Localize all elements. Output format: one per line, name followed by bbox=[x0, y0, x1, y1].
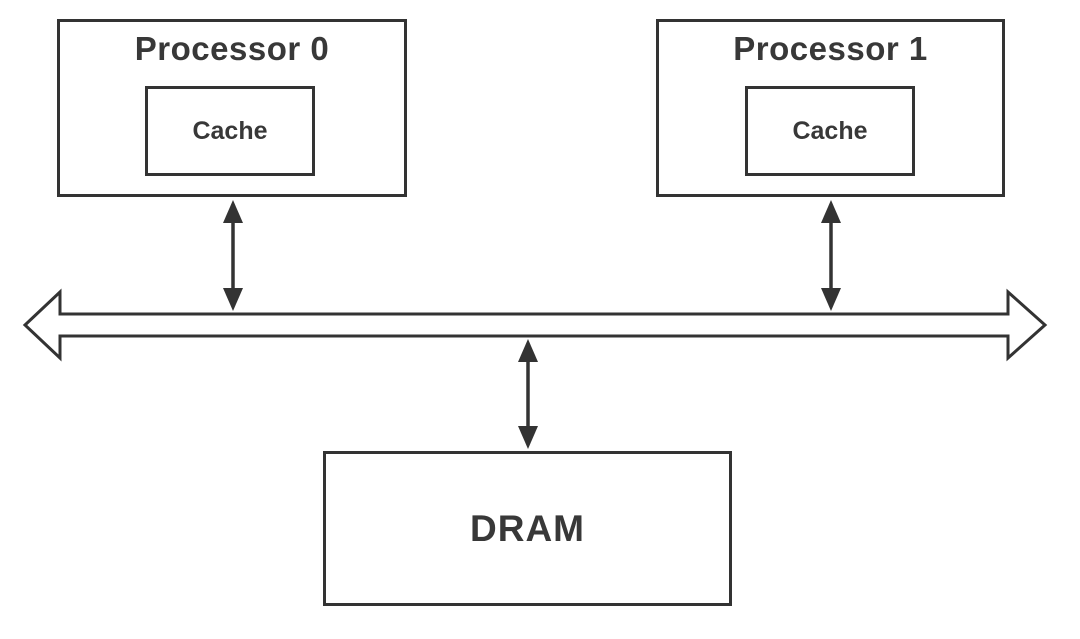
arrowhead-up-icon bbox=[821, 200, 841, 223]
processor1-cache-box: Cache bbox=[745, 86, 915, 176]
processor1-cache-label: Cache bbox=[792, 116, 868, 145]
arrowhead-down-icon bbox=[223, 288, 243, 311]
arrowhead-up-icon bbox=[223, 200, 243, 223]
dram-box: DRAM bbox=[323, 451, 732, 606]
processor0-cache-label: Cache bbox=[192, 116, 268, 145]
arrowhead-down-icon bbox=[821, 288, 841, 311]
processor0-label: Processor 0 bbox=[134, 30, 330, 67]
bus-dram-connector bbox=[518, 339, 538, 449]
processor1-label: Processor 1 bbox=[733, 30, 928, 67]
processor1-box: Processor 1 Cache bbox=[656, 19, 1005, 197]
processor1-bus-connector bbox=[821, 200, 841, 311]
processor0-bus-connector bbox=[223, 200, 243, 311]
arrowhead-up-icon bbox=[518, 339, 538, 362]
processor0-box: Processor 0 Cache bbox=[57, 19, 407, 197]
bus-block-arrow bbox=[22, 288, 1048, 362]
arrowhead-down-icon bbox=[518, 426, 538, 449]
dram-label: DRAM bbox=[470, 507, 585, 549]
processor0-cache-box: Cache bbox=[145, 86, 315, 176]
